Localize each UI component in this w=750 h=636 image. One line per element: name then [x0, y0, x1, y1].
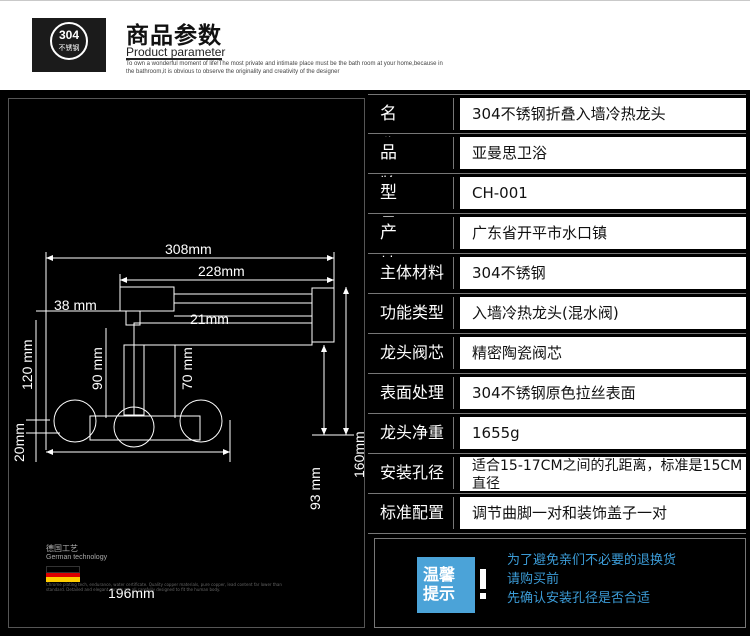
spec-row: 安装孔径适合15-17CM之间的孔距离，标准是15CM直径: [368, 454, 746, 494]
spec-value: 304不锈钢: [460, 257, 746, 289]
tip-text: 为了避免亲们不必要的退换货 请购买前 先确认安装孔径是否合适: [507, 551, 676, 608]
subtitle-underline: [126, 58, 222, 60]
tip-badge: 温馨 提示: [417, 557, 486, 613]
dim-160: 160mm: [351, 431, 365, 478]
exclamation-icon: [480, 569, 486, 589]
spec-value: 304不锈钢原色拉丝表面: [460, 377, 746, 409]
dim-20: 20mm: [11, 423, 27, 462]
tip-line: 为了避免亲们不必要的退换货: [507, 553, 677, 568]
parameter-panel: 308mm 228mm 38 mm 21mm 196mm 120 mm 90 m…: [0, 90, 750, 636]
badge-ring: 304 不锈钢: [50, 22, 88, 60]
german-technology: 德国工艺 German technology: [46, 544, 108, 583]
material-badge: 304 不锈钢: [32, 18, 106, 72]
dim-196: 196mm: [108, 585, 155, 601]
dim-70: 70 mm: [179, 347, 195, 390]
spec-value: 调节曲脚一对和装饰盖子一对: [460, 497, 746, 529]
spec-label: 安装孔径: [368, 457, 454, 489]
spec-label: 功能类型: [368, 297, 454, 329]
faucet-dimension-diagram: 308mm 228mm 38 mm 21mm 196mm 120 mm 90 m…: [11, 241, 365, 601]
spec-label: 型 号: [368, 177, 454, 235]
spec-label: 名 称: [368, 98, 454, 156]
dim-228: 228mm: [198, 263, 245, 279]
page-header: 304 不锈钢 商品参数 Product parameter To own a …: [0, 0, 750, 90]
top-divider: [0, 0, 750, 1]
section-description: To own a wonderful moment of life!The mo…: [126, 61, 443, 75]
spec-value: 入墙冷热龙头(混水阀): [460, 297, 746, 329]
dim-308: 308mm: [165, 241, 212, 257]
tip-badge-line1: 温馨: [423, 565, 456, 584]
spec-value: CH-001: [460, 177, 746, 209]
diagram-frame: [8, 98, 365, 628]
german-cn: 德国工艺: [46, 544, 78, 553]
dim-21: 21mm: [190, 311, 229, 327]
section-title: 商品参数: [126, 23, 222, 49]
german-flag-icon: [46, 566, 80, 583]
tip-badge-line2: 提示: [423, 584, 456, 603]
spec-row: 品 牌亚曼思卫浴: [368, 134, 746, 195]
spec-value: 精密陶瓷阀芯: [460, 337, 746, 369]
spec-row: 名 称304不锈钢折叠入墙冷热龙头: [368, 94, 746, 156]
spec-row: 产 地广东省开平市水口镇: [368, 214, 746, 275]
dim-120: 120 mm: [19, 339, 35, 390]
spec-label: 品 牌: [368, 137, 454, 195]
badge-sub: 不锈钢: [58, 44, 80, 52]
spec-label: 主体材料: [368, 257, 454, 289]
tip-box: 温馨 提示 为了避免亲们不必要的退换货 请购买前 先确认安装孔径是否合适: [374, 538, 746, 628]
spec-row: 型 号CH-001: [368, 174, 746, 235]
spec-value: 广东省开平市水口镇: [460, 217, 746, 249]
spec-label: 龙头净重: [368, 417, 454, 449]
exclamation-dot: [480, 593, 486, 599]
tip-line: 请购买前: [507, 572, 560, 587]
spec-label: 标准配置: [368, 497, 454, 529]
spec-row: 标准配置调节曲脚一对和装饰盖子一对: [368, 494, 746, 534]
dim-90: 90 mm: [89, 347, 105, 390]
spec-label: 产 地: [368, 217, 454, 275]
badge-number: 304: [58, 28, 80, 42]
spec-row: 功能类型入墙冷热龙头(混水阀): [368, 294, 746, 334]
german-en: German technology: [46, 554, 108, 561]
spec-label: 表面处理: [368, 377, 454, 409]
tip-line: 先确认安装孔径是否合适: [507, 591, 651, 606]
dim-38: 38 mm: [54, 297, 97, 313]
german-fine-print: Chrome plating tech, endurance, water ce…: [46, 582, 282, 592]
section-subtitle: Product parameter: [126, 45, 226, 59]
spec-label: 龙头阀芯: [368, 337, 454, 369]
spec-value: 1655g: [460, 417, 746, 449]
spec-value: 亚曼思卫浴: [460, 137, 746, 169]
dim-93: 93 mm: [307, 467, 323, 510]
spec-row: 龙头阀芯精密陶瓷阀芯: [368, 334, 746, 374]
spec-value: 适合15-17CM之间的孔距离，标准是15CM直径: [460, 457, 746, 492]
spec-value: 304不锈钢折叠入墙冷热龙头: [460, 98, 746, 130]
